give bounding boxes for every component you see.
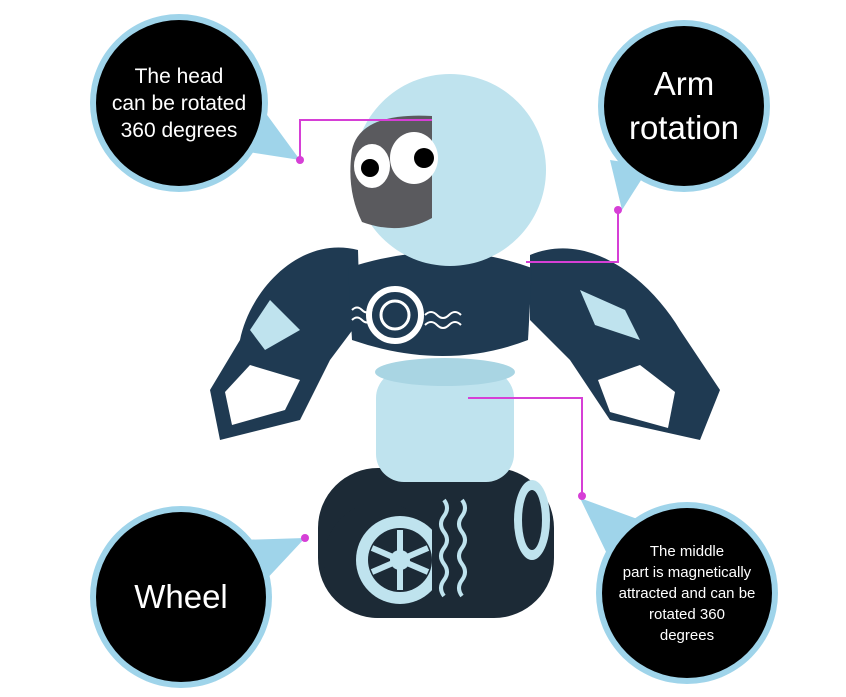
wheel	[318, 468, 554, 618]
callout-tail-head	[236, 108, 300, 160]
leader-dot-middle	[578, 492, 586, 500]
leader-lines	[299, 119, 619, 496]
middle-section	[375, 358, 515, 482]
right-arm	[530, 248, 720, 440]
callout-head-line-1: The head	[134, 64, 224, 88]
callout-arm-line-1: Arm	[653, 65, 715, 102]
head	[350, 74, 546, 266]
callout-middle-line-3: attracted and can be	[618, 584, 756, 602]
torso	[348, 252, 532, 356]
leader-dot-head	[296, 156, 304, 164]
callout-arm-line-2: rotation	[628, 109, 740, 146]
callout-head-rotation: The head can be rotated 360 degrees	[96, 20, 262, 186]
callout-wheel-line-1: Wheel	[134, 578, 228, 615]
callout-wheel: Wheel	[96, 512, 266, 682]
callout-middle-line-5: degrees	[659, 626, 715, 644]
callout-head-line-2: can be rotated	[111, 91, 247, 115]
callout-middle-line-2: part is magnetically	[622, 563, 752, 581]
callout-middle-line-1: The middle	[649, 542, 725, 560]
callout-middle-part: The middle part is magnetically attracte…	[602, 508, 772, 678]
callout-middle-line-4: rotated 360	[649, 605, 725, 623]
left-arm	[210, 247, 360, 440]
leader-dot-wheel	[301, 534, 309, 542]
leader-dot-arm	[614, 206, 622, 214]
callout-tail-middle	[580, 498, 640, 560]
callout-head-line-3: 360 degrees	[120, 118, 238, 142]
callout-arm-rotation: Arm rotation	[604, 26, 764, 186]
